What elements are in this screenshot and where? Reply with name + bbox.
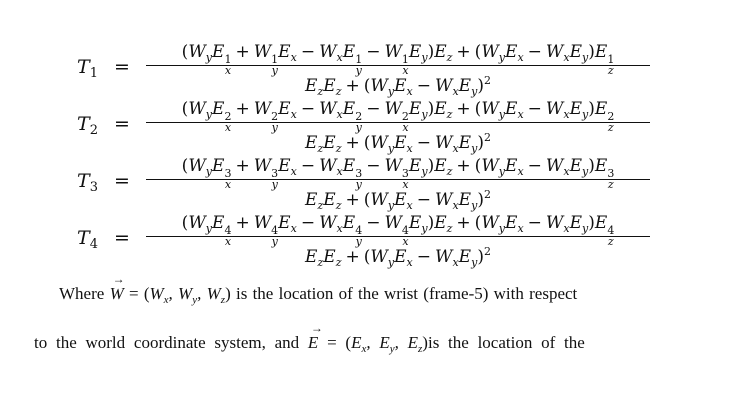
fraction-bar [146, 236, 650, 238]
fraction-bar [146, 179, 650, 181]
denominator: EzEz+(WyEx−WxEy)2 [305, 188, 491, 213]
vector-e: E [308, 321, 324, 353]
text-line1-rest: is the location of the wrist (frame-5) w… [235, 284, 578, 303]
equals-sign: = [114, 170, 130, 192]
text-line2-rest: is the location of the [427, 333, 585, 352]
text-where: Where [59, 284, 105, 303]
denominator: EzEz+(WyEx−WxEy)2 [305, 74, 491, 99]
fraction-bar [146, 65, 650, 67]
fraction-bar [146, 122, 650, 124]
text-line2-lead: to the world coordinate system, and [34, 333, 300, 352]
paragraph-line-2: to the world coordinate system, and E = … [34, 321, 585, 355]
equals-sign: = [114, 113, 130, 135]
vector-w: W [110, 272, 125, 304]
tuple-e: Ex, Ey, Ez [351, 333, 423, 355]
equation-lhs: T2 [77, 113, 98, 138]
denominator: EzEz+(WyEx−WxEy)2 [305, 131, 491, 156]
tuple-w: Wx, Wy, Wz [149, 284, 226, 306]
equation-lhs: T1 [77, 56, 98, 81]
paragraph-line-1: Where W = (Wx, Wy, Wz) is the location o… [59, 272, 578, 306]
denominator: EzEz+(WyEx−WxEy)2 [305, 245, 491, 270]
equation-lhs: T3 [77, 170, 98, 195]
equals-sign: = [114, 227, 130, 249]
equation-lhs: T4 [77, 227, 98, 252]
equals-sign: = [114, 56, 130, 78]
